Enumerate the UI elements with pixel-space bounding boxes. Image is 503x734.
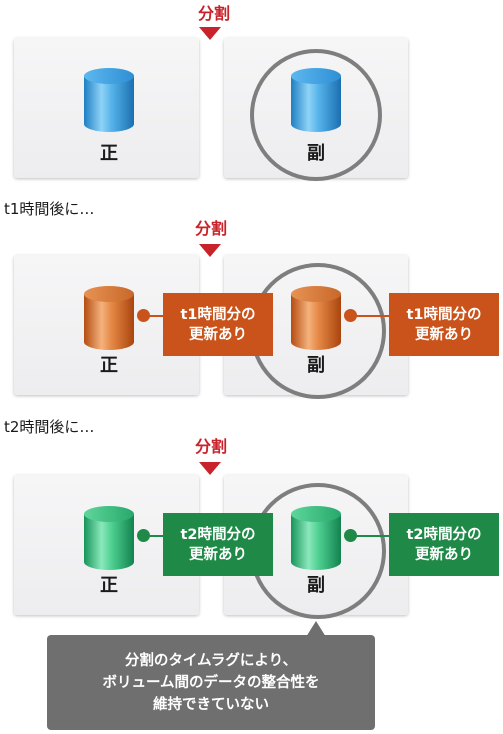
update-box-secondary-t2: t2時間分の 更新あり [389, 513, 499, 576]
secondary-db-icon-2 [291, 286, 341, 350]
split-label-1: 分割 [197, 4, 230, 23]
secondary-db-icon-3 [291, 506, 341, 570]
update-connector-dot-primary-t2 [137, 529, 150, 542]
split-arrow-2 [199, 244, 221, 257]
after-t1-text: t1時間後に… [4, 200, 95, 218]
secondary-label-2: 副 [307, 355, 325, 376]
update-box-primary-t1: t1時間分の 更新あり [163, 293, 273, 356]
split-arrow-3 [199, 462, 221, 475]
update-connector-line-secondary-t1 [352, 315, 390, 317]
update-box-primary-t2: t2時間分の 更新あり [163, 513, 273, 576]
after-t2-text: t2時間後に… [4, 418, 95, 436]
update-connector-dot-secondary-t2 [344, 529, 357, 542]
update-connector-line-primary-t2 [145, 535, 163, 537]
secondary-ring-1 [250, 49, 382, 181]
split-label-3: 分割 [194, 437, 227, 456]
callout-tail [306, 621, 326, 637]
primary-db-icon-2 [84, 286, 134, 350]
inconsistency-callout: 分割のタイムラグにより、 ボリューム間のデータの整合性を 維持できていない [47, 635, 375, 730]
update-connector-line-primary-t1 [145, 315, 163, 317]
update-box-secondary-t1: t1時間分の 更新あり [389, 293, 499, 356]
primary-db-icon-3 [84, 506, 134, 570]
primary-label-2: 正 [100, 355, 118, 376]
secondary-label-3: 副 [307, 575, 325, 596]
primary-label-1: 正 [100, 143, 118, 164]
primary-db-icon-1 [84, 68, 134, 132]
secondary-label-1: 副 [307, 143, 325, 164]
split-arrow-1 [199, 27, 221, 40]
split-label-2: 分割 [194, 219, 227, 238]
secondary-db-icon-1 [291, 68, 341, 132]
update-connector-line-secondary-t2 [352, 535, 390, 537]
update-connector-dot-secondary-t1 [344, 309, 357, 322]
update-connector-dot-primary-t1 [137, 309, 150, 322]
primary-label-3: 正 [100, 575, 118, 596]
